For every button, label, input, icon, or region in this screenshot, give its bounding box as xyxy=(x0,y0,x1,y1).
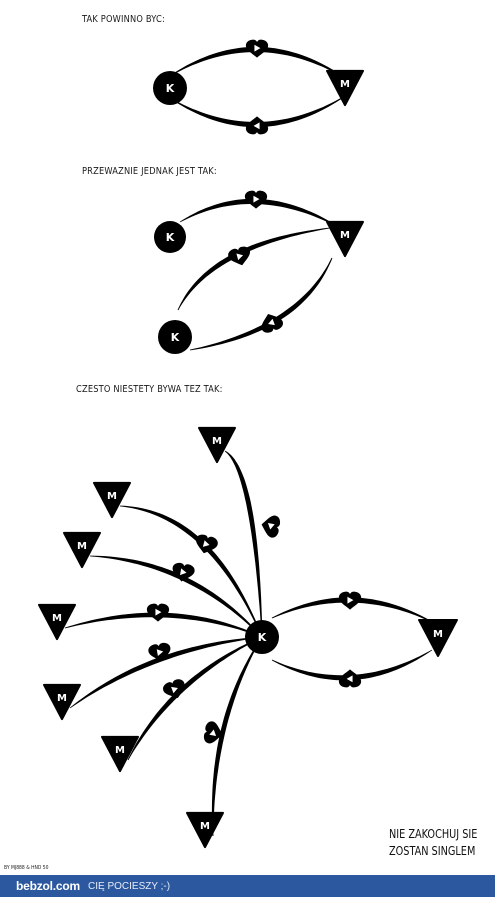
triangle-m-icon: M xyxy=(326,220,364,258)
circle-k-icon: K xyxy=(154,221,186,253)
moral-text: NIE ZAKOCHUJ SIE ZOSTAN SINGLEM xyxy=(389,826,477,860)
svg-text:M: M xyxy=(212,436,222,447)
svg-text:K: K xyxy=(171,331,180,344)
site-logo[interactable]: bebzol.com xyxy=(16,879,81,893)
heart-arrow-icon xyxy=(338,669,362,688)
svg-text:K: K xyxy=(258,631,267,644)
arc-ideal-bottom xyxy=(169,95,346,128)
heart-arrow-icon xyxy=(245,39,269,58)
triangle-m-icon: M xyxy=(198,426,236,464)
triangle-m-icon: M xyxy=(38,603,76,641)
svg-text:M: M xyxy=(200,821,210,832)
svg-text:M: M xyxy=(57,693,67,704)
heart-arrow-icon xyxy=(244,190,268,209)
circle-k-icon: K xyxy=(153,71,187,105)
heart-arrow-icon xyxy=(245,116,269,135)
circle-k-icon: K xyxy=(158,320,192,354)
footer-tagline: CIĘ POCIESZY ;-) xyxy=(88,880,171,892)
site-footer: bebzol.com CIĘ POCIESZY ;-) xyxy=(0,875,495,897)
caption-usual: PRZEWAZNIE JEDNAK JEST TAK: xyxy=(82,166,217,177)
triangle-m-icon: M xyxy=(63,531,101,569)
arc-often-1 xyxy=(224,450,263,637)
svg-text:K: K xyxy=(166,82,175,95)
author-credit: BY MJ888 & HND 50 xyxy=(4,865,49,871)
arc-usual-top xyxy=(179,198,341,229)
svg-text:M: M xyxy=(107,491,117,502)
svg-text:M: M xyxy=(433,629,443,640)
svg-text:M: M xyxy=(52,613,62,624)
arc-often-2 xyxy=(120,505,263,638)
svg-text:M: M xyxy=(77,541,87,552)
svg-text:M: M xyxy=(340,79,350,90)
svg-text:M: M xyxy=(115,745,125,756)
moral-line-1: NIE ZAKOCHUJ SIE xyxy=(389,827,478,841)
heart-arrow-icon xyxy=(146,603,170,622)
triangle-m-icon: M xyxy=(418,618,458,658)
svg-text:K: K xyxy=(166,231,175,244)
relationship-diagram: K M K M K M M M M M M M M K xyxy=(38,39,458,849)
triangle-m-icon: M xyxy=(326,69,364,107)
caption-often: CZESTO NIESTETY BYWA TEZ TAK: xyxy=(76,384,223,395)
circle-k-icon: K xyxy=(245,620,279,654)
heart-arrow-icon xyxy=(257,310,285,335)
triangle-m-icon: M xyxy=(93,481,131,519)
triangle-m-icon: M xyxy=(43,683,81,721)
triangle-m-icon: M xyxy=(101,735,139,773)
triangle-m-icon: M xyxy=(186,811,224,849)
moral-line-2: ZOSTAN SINGLEM xyxy=(389,844,476,858)
arc-often-7 xyxy=(211,636,263,836)
arc-often-6 xyxy=(127,636,263,761)
arc-often-right-bottom xyxy=(271,649,433,681)
caption-ideal: TAK POWINNO BYC: xyxy=(82,14,165,25)
arc-often-right-top xyxy=(271,597,433,623)
heart-arrow-icon xyxy=(338,591,362,610)
arc-often-4 xyxy=(64,612,263,638)
heart-arrow-icon xyxy=(259,513,282,539)
heart-arrow-icon xyxy=(147,641,173,664)
svg-text:M: M xyxy=(340,230,350,241)
arc-ideal-top xyxy=(169,46,346,79)
